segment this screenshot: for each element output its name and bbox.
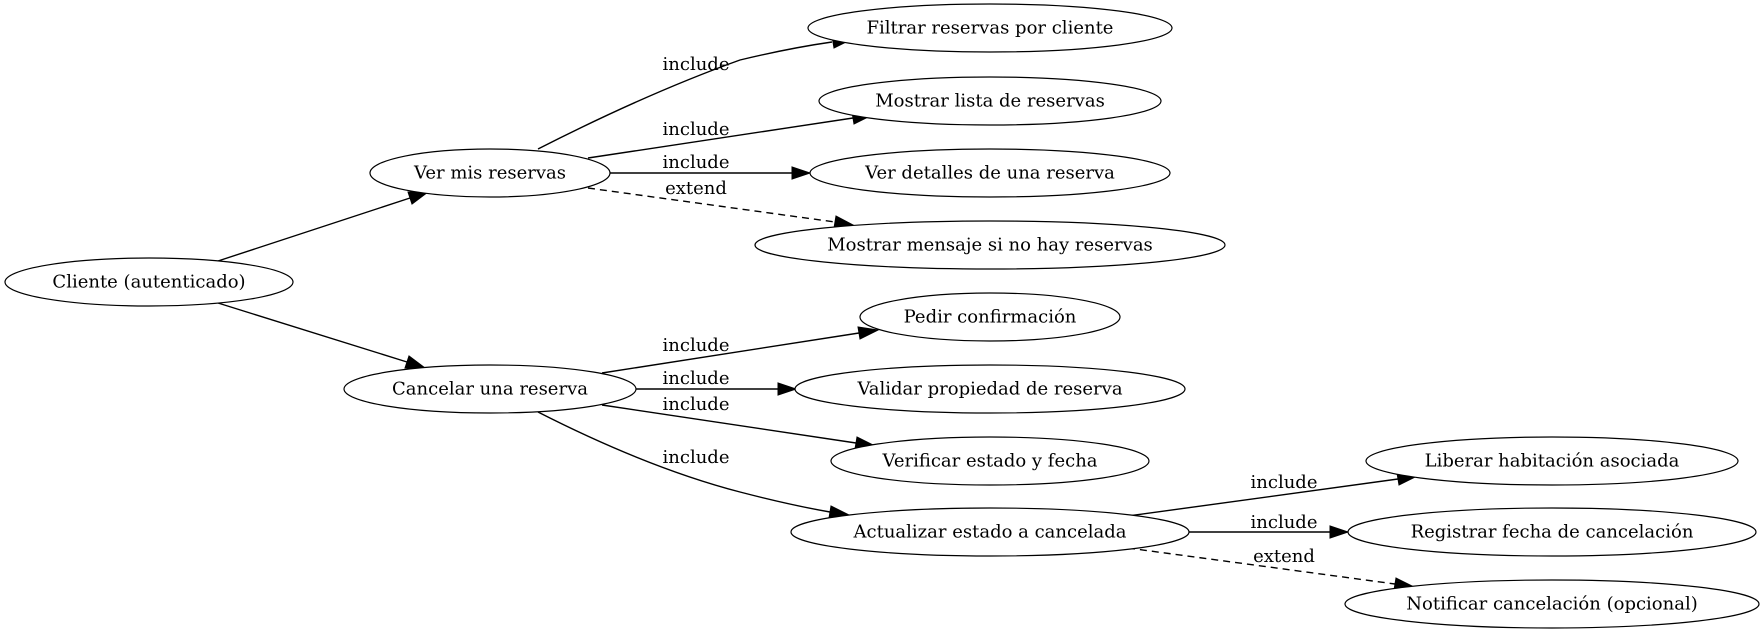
node-cancelar-una-reserva: Cancelar una reserva	[343, 364, 637, 414]
node-verificar-estado: Verificar estado y fecha	[830, 436, 1150, 486]
node-ver-detalles: Ver detalles de una reserva	[809, 148, 1171, 198]
edge-ver-mostrar-lista: include	[587, 111, 874, 159]
node-label: Actualizar estado a cancelada	[853, 522, 1127, 543]
node-label: Mostrar lista de reservas	[875, 91, 1105, 112]
edge-line	[601, 404, 857, 444]
arrowhead	[1329, 525, 1350, 539]
edge-actualizar-notificar: extend	[1127, 546, 1416, 591]
node-cliente: Cliente (autenticado)	[4, 257, 294, 307]
node-label: Cancelar una reserva	[392, 379, 588, 400]
edge-cancelar-pedir: include	[601, 326, 880, 374]
edge-label: include	[663, 368, 730, 389]
arrowhead	[404, 355, 427, 369]
edge-line	[1127, 478, 1399, 517]
node-label: Mostrar mensaje si no hay reservas	[827, 235, 1153, 256]
node-mostrar-mensaje: Mostrar mensaje si no hay reservas	[754, 220, 1226, 270]
edge-line	[1127, 547, 1396, 585]
edge-line	[217, 302, 408, 363]
edge-label: include	[1251, 472, 1318, 493]
edge-ver-filtrar: include	[537, 35, 854, 150]
edge-label: include	[1251, 512, 1318, 533]
node-liberar-habitacion: Liberar habitación asociada	[1365, 436, 1739, 486]
arrowhead	[777, 382, 798, 396]
node-pedir-confirmacion: Pedir confirmación	[859, 292, 1121, 342]
node-label: Verificar estado y fecha	[881, 451, 1097, 472]
edge-actualizar-liberar: include	[1127, 472, 1419, 517]
node-label: Liberar habitación asociada	[1425, 451, 1680, 472]
edge-label: include	[663, 119, 730, 140]
node-notificar-cancelacion: Notificar cancelación (opcional)	[1344, 579, 1760, 629]
node-ver-mis-reservas: Ver mis reservas	[369, 148, 611, 198]
edge-line	[537, 41, 833, 150]
node-validar-propiedad: Validar propiedad de reserva	[794, 364, 1186, 414]
edge-label: include	[663, 54, 730, 75]
edge-line	[537, 411, 831, 513]
edge-ver-mostrar-mensaje: extend	[587, 178, 855, 229]
node-label: Pedir confirmación	[904, 307, 1077, 328]
edge-line	[601, 332, 860, 374]
node-label: Filtrar reservas por cliente	[867, 18, 1114, 39]
edge-cliente-cancelar	[217, 302, 427, 369]
arrowhead	[857, 326, 880, 340]
edge-label: include	[663, 152, 730, 173]
node-label: Registrar fecha de cancelación	[1411, 522, 1694, 543]
arrowhead	[791, 166, 812, 180]
edge-cliente-ver	[217, 191, 430, 262]
node-label: Validar propiedad de reserva	[856, 379, 1122, 400]
edge-cancelar-actualizar: include	[537, 411, 851, 519]
edge-label: include	[663, 394, 730, 415]
edge-line	[587, 187, 836, 223]
edge-ver-ver-detalles: include	[610, 152, 812, 180]
edge-cancelar-validar: include	[636, 368, 798, 396]
node-label: Cliente (autenticado)	[52, 272, 245, 293]
edge-actualizar-registrar: include	[1189, 512, 1350, 539]
edge-line	[587, 117, 854, 159]
node-label: Ver mis reservas	[413, 163, 566, 184]
node-registrar-fecha: Registrar fecha de cancelación	[1347, 507, 1757, 557]
node-label: Notificar cancelación (opcional)	[1406, 594, 1698, 615]
edge-line	[217, 197, 411, 262]
edge-label: extend	[665, 178, 727, 199]
node-actualizar-estado: Actualizar estado a cancelada	[790, 507, 1190, 557]
edge-label: extend	[1253, 546, 1315, 567]
edge-label: include	[663, 335, 730, 356]
node-filtrar-reservas: Filtrar reservas por cliente	[807, 3, 1173, 53]
node-label: Ver detalles de una reserva	[864, 163, 1115, 184]
node-mostrar-lista: Mostrar lista de reservas	[818, 76, 1162, 126]
edge-label: include	[663, 447, 730, 468]
